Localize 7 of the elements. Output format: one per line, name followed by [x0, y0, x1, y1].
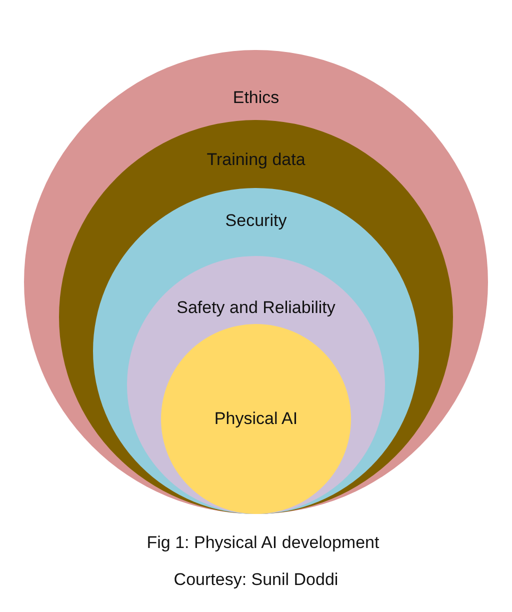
- layer-label: Security: [225, 211, 287, 231]
- layer-label: Safety and Reliability: [176, 298, 336, 318]
- layer-label: Physical AI: [214, 409, 298, 429]
- layer-label: Ethics: [232, 88, 280, 108]
- figure-caption: Fig 1: Physical AI development: [146, 533, 380, 553]
- layer-label: Training data: [206, 150, 306, 170]
- credit-note: Courtesy: Sunil Doddi: [174, 570, 338, 590]
